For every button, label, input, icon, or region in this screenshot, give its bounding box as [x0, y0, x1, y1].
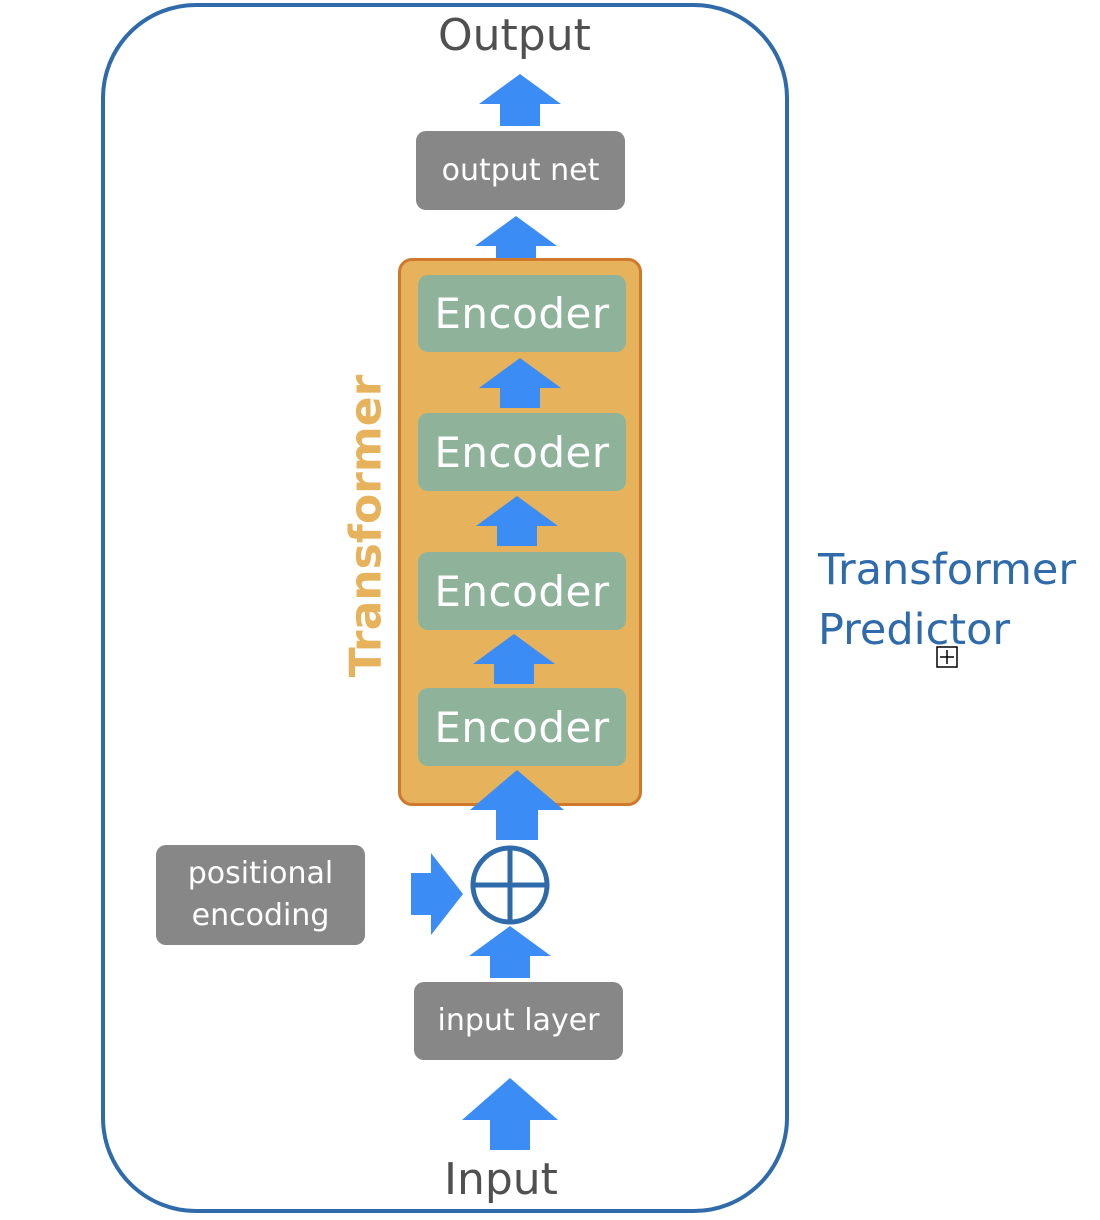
up-arrow-icon [475, 216, 557, 268]
up-arrow-icon [479, 74, 561, 126]
transformer-label: Transformer [340, 374, 392, 678]
positional-encoding-line1: positional [187, 856, 334, 891]
output-net-box: output net [416, 131, 625, 210]
input-layer-box: input layer [414, 982, 623, 1060]
expand-plus-icon[interactable] [936, 646, 958, 668]
right-arrow-icon [411, 853, 463, 935]
encoder-box: Encoder [418, 688, 626, 766]
transformer-predictor-title: Transformer Predictor [818, 540, 1076, 660]
positional-encoding-box: positional encoding [156, 845, 365, 945]
predictor-title-line2: Predictor [818, 605, 1011, 655]
up-arrow-icon [470, 770, 564, 840]
up-arrow-icon [462, 1078, 558, 1150]
up-arrow-icon [479, 358, 561, 408]
transformer-predictor-frame [101, 3, 789, 1213]
encoder-box: Encoder [418, 275, 626, 352]
encoder-box: Encoder [418, 413, 626, 491]
output-label: Output [438, 10, 591, 61]
up-arrow-icon [469, 926, 551, 978]
up-arrow-icon [476, 496, 558, 546]
predictor-title-line1: Transformer [818, 545, 1077, 595]
encoder-box: Encoder [418, 552, 626, 630]
up-arrow-icon [473, 634, 555, 684]
positional-encoding-line2: encoding [191, 898, 330, 933]
sum-plus-icon [470, 845, 550, 925]
input-label: Input [444, 1154, 558, 1205]
